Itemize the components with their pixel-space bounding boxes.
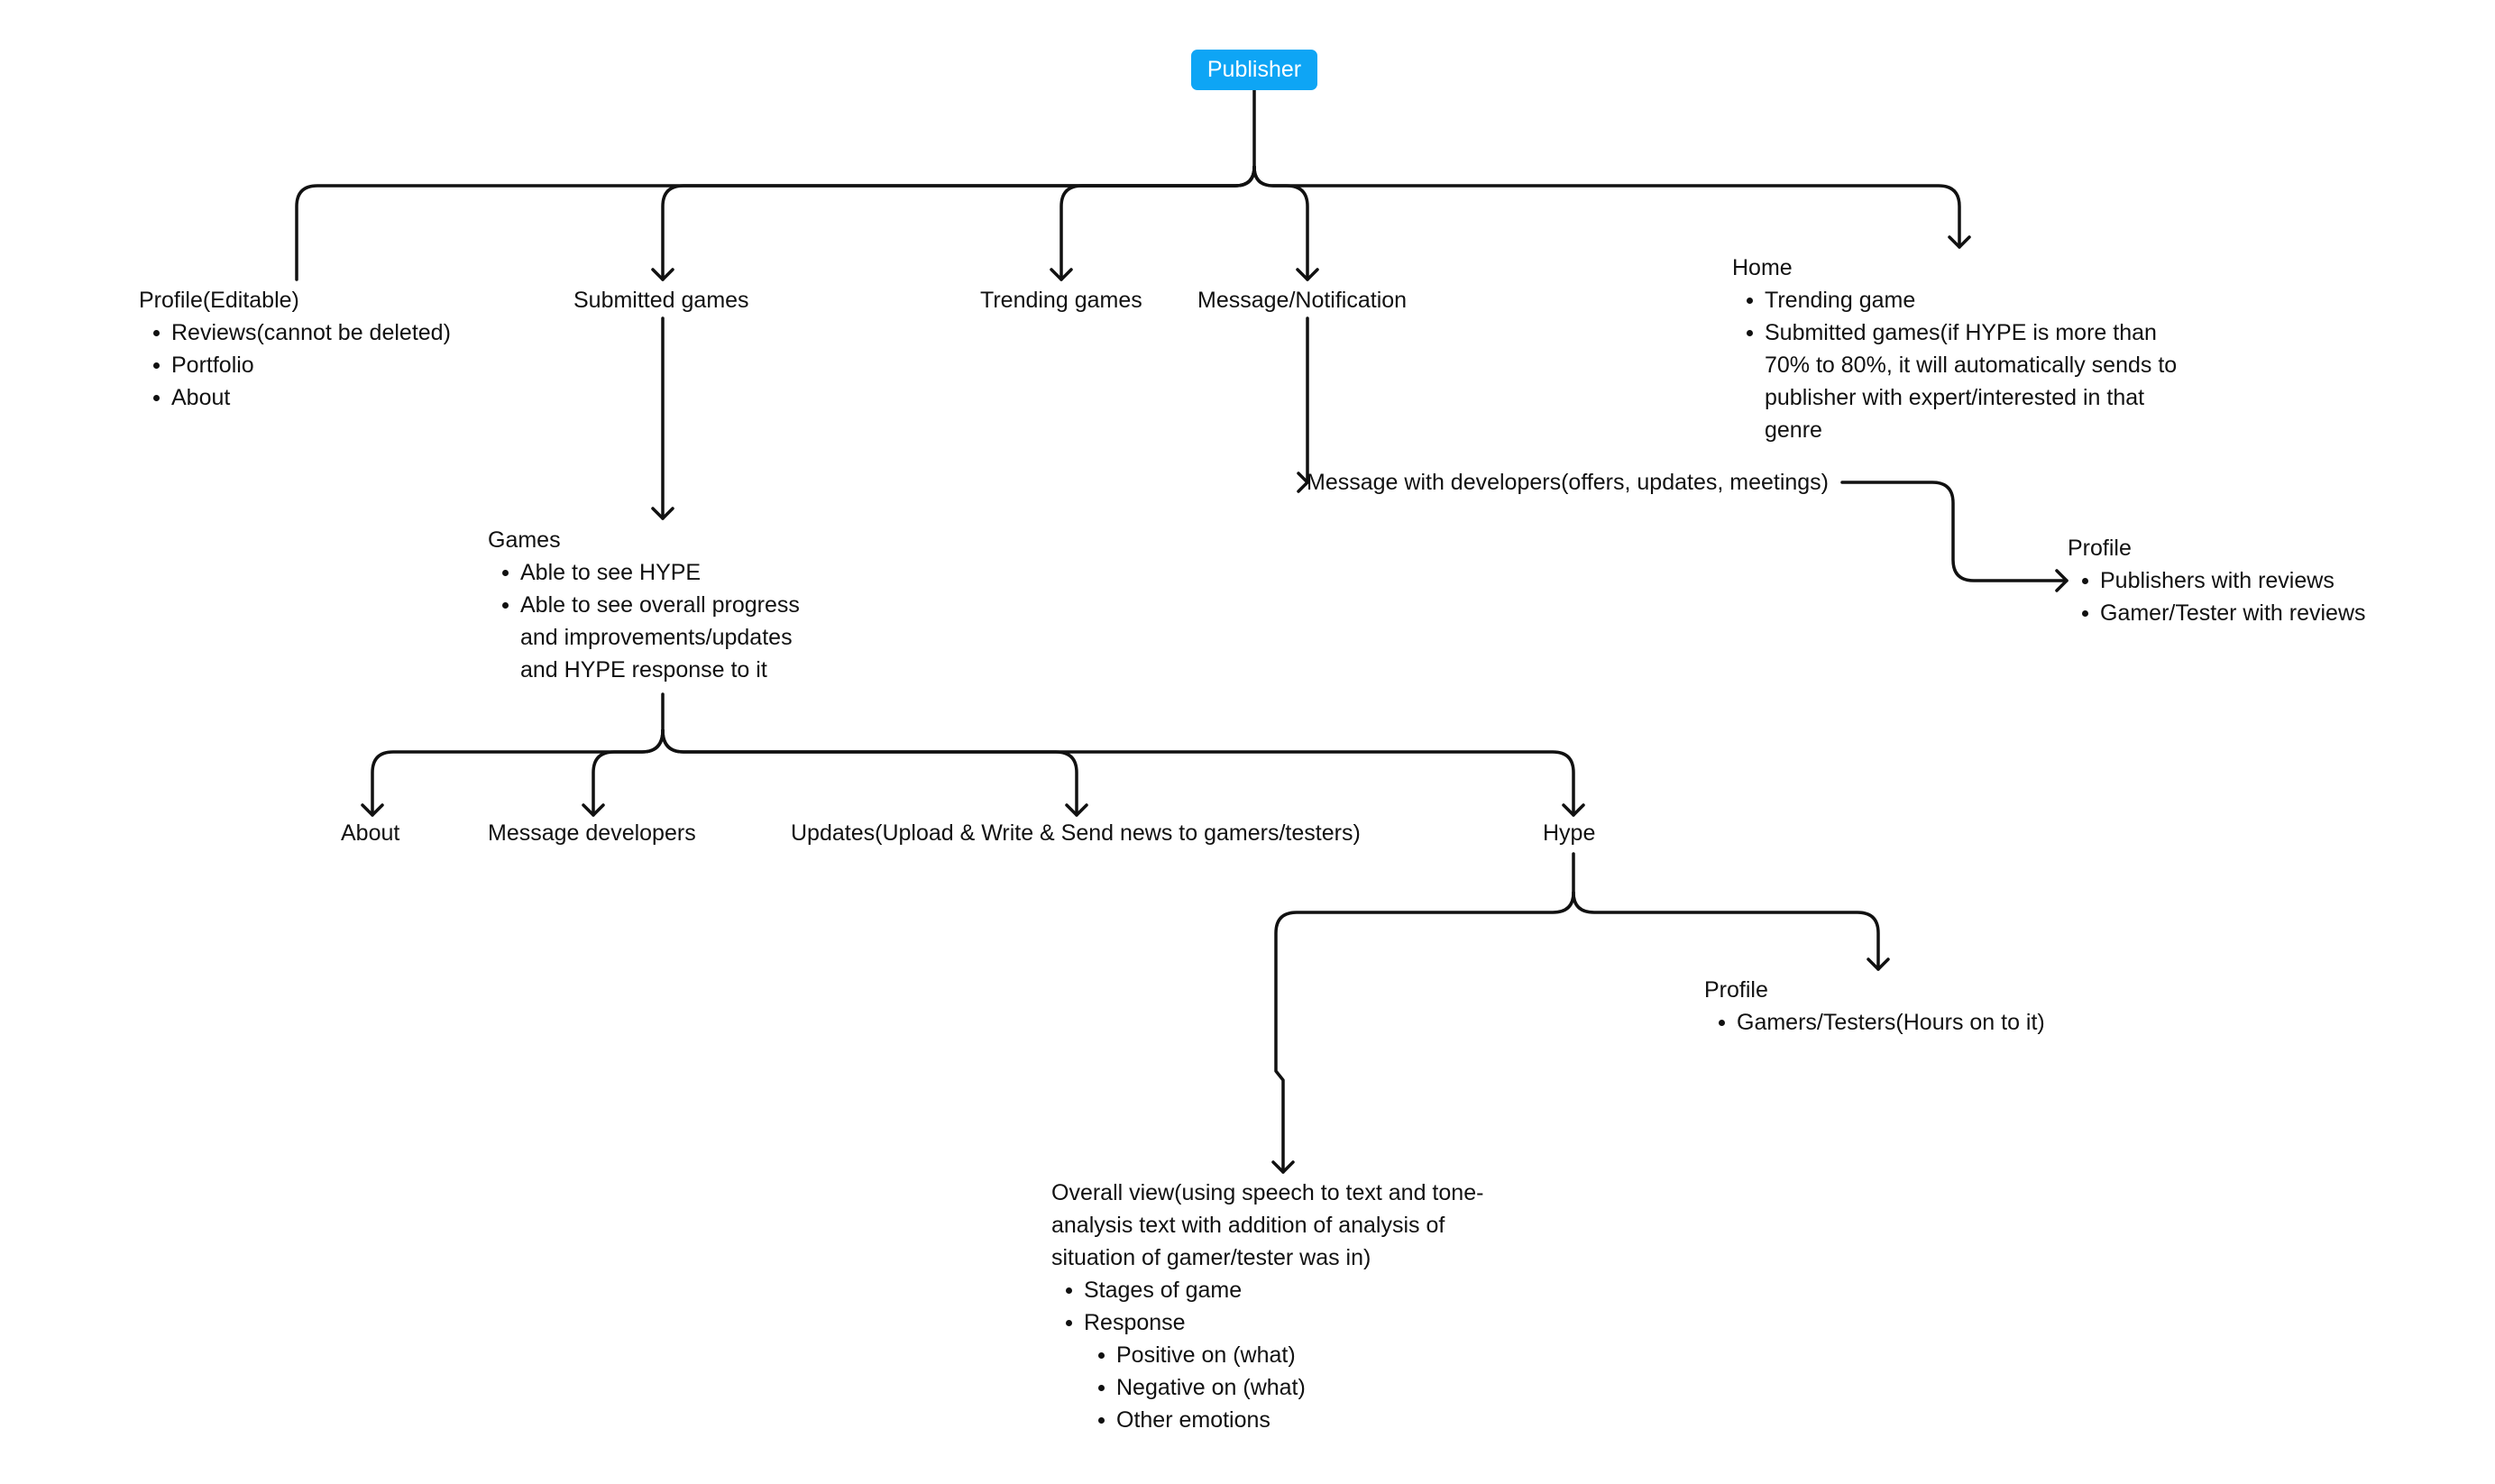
- node-title: Submitted games: [573, 288, 749, 313]
- connector-games-to-hype: [661, 728, 1575, 817]
- node-trending-games[interactable]: Trending games: [980, 284, 1142, 316]
- list-item: Trending game: [1747, 284, 2197, 316]
- node-message-with-developers[interactable]: Message with developers(offers, updates,…: [1307, 466, 1829, 499]
- connector-hype-to-overall-view: [1274, 891, 1575, 1174]
- node-title: Profile: [1704, 977, 1768, 1003]
- arrowhead-profile-reviews: [2055, 569, 2068, 592]
- node-message-developers[interactable]: Message developers: [488, 817, 696, 849]
- node-hype[interactable]: Hype: [1543, 817, 1595, 849]
- list-item: Able to see HYPE: [502, 556, 836, 589]
- list-item: Able to see overall progress and improve…: [502, 589, 836, 686]
- arrowhead-trending-games: [1050, 268, 1073, 281]
- node-title: Games: [488, 527, 561, 553]
- list-item: Negative on (what): [1098, 1371, 1502, 1404]
- bullet-list: Gamers/Testers(Hours on to it): [1704, 1006, 2045, 1039]
- bullet-list: Publishers with reviews Gamer/Tester wit…: [2068, 564, 2366, 629]
- node-profile-editable[interactable]: Profile(Editable) Reviews(cannot be dele…: [139, 284, 451, 414]
- node-title: Hype: [1543, 820, 1596, 846]
- arrowhead-updates: [1065, 803, 1088, 817]
- bullet-list: Able to see HYPE Able to see overall pro…: [488, 556, 836, 686]
- node-title: Profile(Editable): [139, 288, 299, 313]
- connector-publisher-to-submitted-games: [661, 165, 1256, 281]
- node-title: About: [341, 820, 400, 846]
- list-item: About: [153, 381, 451, 414]
- node-home[interactable]: Home Trending game Submitted games(if HY…: [1732, 252, 2197, 446]
- node-overall-view[interactable]: Overall view(using speech to text and to…: [1051, 1177, 1502, 1436]
- list-item: Positive on (what): [1098, 1339, 1502, 1371]
- connector-publisher-to-home: [1252, 165, 1961, 249]
- root-node-publisher[interactable]: Publisher: [1191, 50, 1317, 90]
- node-title: Message/Notification: [1197, 288, 1408, 313]
- arrowhead-games: [651, 507, 674, 520]
- arrowhead-overall-view: [1271, 1160, 1295, 1174]
- node-profile-gamers[interactable]: Profile Gamers/Testers(Hours on to it): [1704, 974, 2045, 1039]
- list-item: Other emotions: [1098, 1404, 1502, 1436]
- arrowhead-submitted-games: [651, 268, 674, 281]
- node-about[interactable]: About: [341, 817, 399, 849]
- connector-hype-to-profile: [1572, 891, 1880, 971]
- bullet-list: Stages of game Response Positive on (wha…: [1051, 1274, 1502, 1436]
- node-title: Message with developers(offers, updates,…: [1307, 470, 1830, 495]
- list-item: Publishers with reviews: [2082, 564, 2366, 597]
- arrowhead-home: [1948, 235, 1971, 249]
- list-item: Stages of game: [1066, 1274, 1502, 1306]
- connector-games-to-about: [371, 728, 665, 817]
- connector-games-to-message-developers: [592, 728, 665, 817]
- list-item-label: Response: [1084, 1310, 1186, 1335]
- list-item: Submitted games(if HYPE is more than 70%…: [1747, 316, 2197, 446]
- arrowhead-message-developers: [582, 803, 605, 817]
- node-profile-reviews[interactable]: Profile Publishers with reviews Gamer/Te…: [2068, 532, 2366, 629]
- arrowhead-profile-gamers: [1867, 957, 1890, 971]
- node-title: Updates(Upload & Write & Send news to ga…: [791, 820, 1361, 846]
- node-title: Overall view(using speech to text and to…: [1051, 1180, 1484, 1270]
- connector-dev-messages-to-profile: [1840, 481, 2068, 582]
- node-games[interactable]: Games Able to see HYPE Able to see overa…: [488, 524, 836, 686]
- bullet-list: Trending game Submitted games(if HYPE is…: [1732, 284, 2197, 446]
- node-updates[interactable]: Updates(Upload & Write & Send news to ga…: [791, 817, 1361, 849]
- list-item: Response Positive on (what) Negative on …: [1066, 1306, 1502, 1436]
- node-title: Message developers: [488, 820, 696, 846]
- node-message-notification[interactable]: Message/Notification: [1197, 284, 1407, 316]
- connector-games-to-updates: [661, 728, 1078, 817]
- bullet-list: Reviews(cannot be deleted) Portfolio Abo…: [139, 316, 451, 414]
- node-title: Profile: [2068, 536, 2132, 561]
- node-submitted-games[interactable]: Submitted games: [573, 284, 749, 316]
- node-title: Trending games: [980, 288, 1142, 313]
- connector-publisher-to-trending-games: [1059, 165, 1256, 281]
- node-title: Home: [1732, 255, 1793, 280]
- list-item: Reviews(cannot be deleted): [153, 316, 451, 349]
- arrowhead-about: [361, 803, 384, 817]
- nested-bullet-list: Positive on (what) Negative on (what) Ot…: [1084, 1339, 1502, 1436]
- arrowhead-dev-messages: [1297, 472, 1309, 493]
- connector-publisher-to-profile: [295, 165, 1256, 281]
- arrowhead-messages: [1296, 268, 1319, 281]
- list-item: Gamers/Testers(Hours on to it): [1719, 1006, 2045, 1039]
- arrowhead-hype: [1562, 803, 1585, 817]
- list-item: Portfolio: [153, 349, 451, 381]
- list-item: Gamer/Tester with reviews: [2082, 597, 2366, 629]
